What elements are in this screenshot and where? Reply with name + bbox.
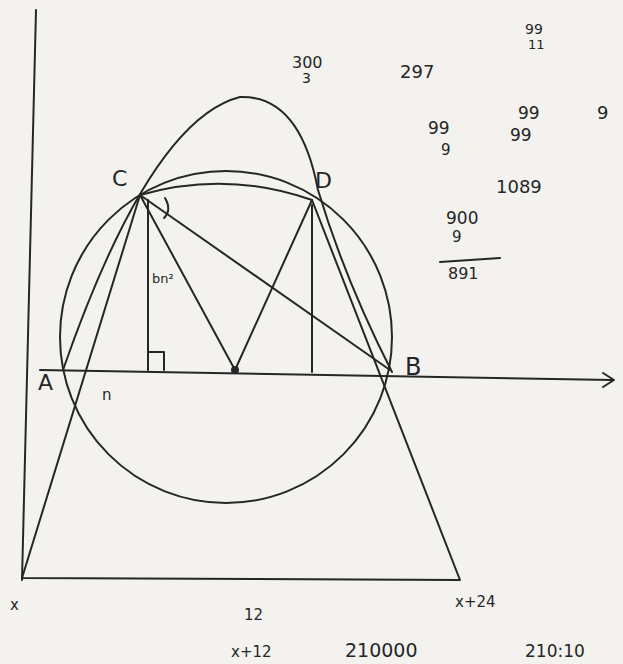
handwritten-label: 300: [292, 55, 323, 71]
handwritten-label: 210:10: [525, 643, 585, 660]
handwritten-label: C: [112, 168, 127, 190]
handwritten-label: 3: [302, 71, 311, 85]
height-line-d: [311, 205, 313, 372]
handwritten-label: D: [315, 170, 332, 192]
handwritten-label: n: [102, 388, 112, 403]
parabola-arc: [63, 97, 392, 372]
trapezoid: [22, 195, 460, 580]
handwritten-label: bn²: [152, 272, 174, 285]
handwritten-label: 99: [428, 120, 450, 137]
handwritten-label: 9: [441, 143, 451, 158]
handwritten-label: 9: [597, 104, 608, 122]
handwritten-label: A: [38, 372, 53, 394]
angle-mark: [164, 198, 168, 218]
right-angle-mark: [148, 352, 164, 370]
handwritten-label: 297: [400, 63, 434, 81]
handwritten-label: 210000: [345, 641, 418, 660]
height-line: [147, 200, 149, 370]
center-dot: [231, 366, 239, 374]
handwritten-label: x+12: [231, 645, 272, 660]
handwritten-label: 99: [510, 127, 532, 144]
handwritten-label: x: [10, 598, 19, 613]
handwritten-label: 11: [528, 38, 545, 51]
handwritten-label: 891: [448, 266, 479, 282]
handwritten-label: 99: [525, 22, 543, 36]
handwritten-label: 99: [518, 105, 540, 122]
handwritten-label: 1089: [496, 178, 542, 196]
handwritten-label: x+24: [455, 595, 496, 610]
subtraction-line: [440, 258, 500, 262]
handwritten-label: 12: [244, 608, 263, 623]
axis-arrow: [603, 373, 614, 387]
handwritten-label: B: [405, 355, 421, 379]
handwritten-label: 900: [446, 210, 478, 227]
line-cb: [140, 195, 390, 370]
handwritten-label: 9: [452, 230, 462, 245]
y-axis: [22, 10, 36, 580]
circle: [60, 171, 392, 503]
x-axis: [40, 370, 612, 380]
radii: [140, 195, 312, 370]
